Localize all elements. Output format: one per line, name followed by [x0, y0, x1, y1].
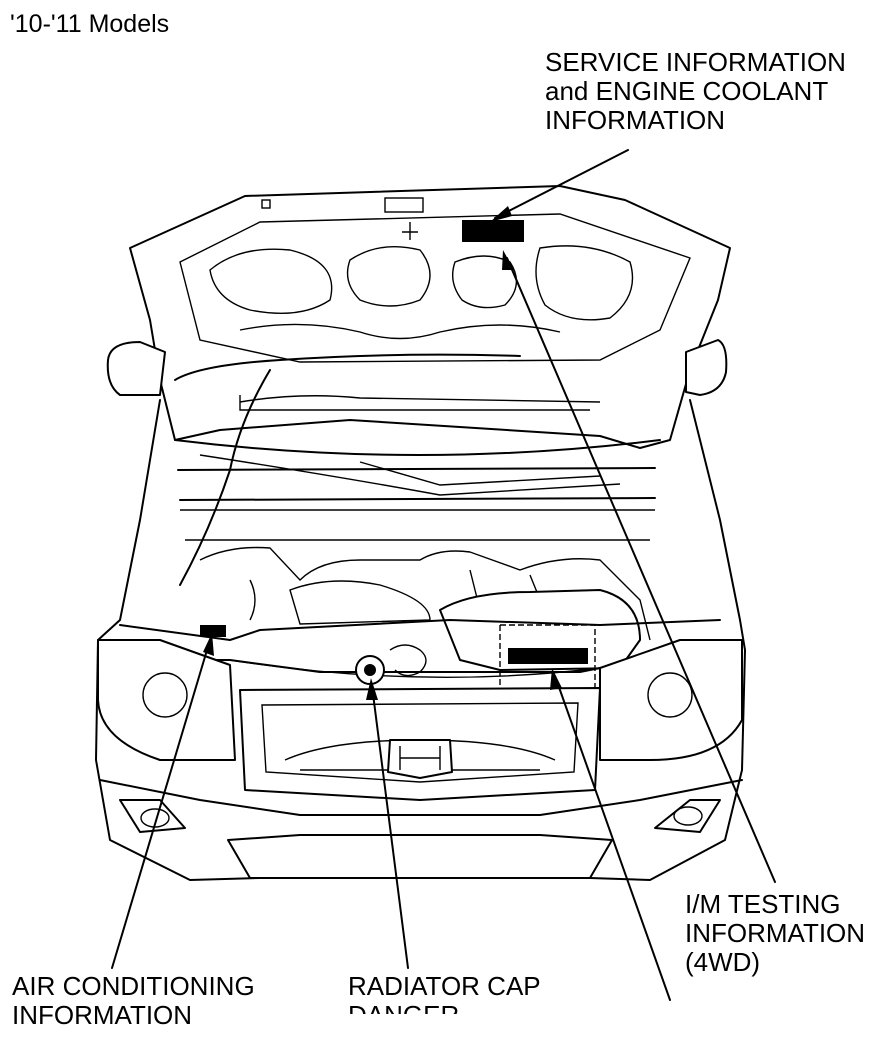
callout-line: INFORMATION [685, 918, 866, 948]
left-mirror [106, 341, 166, 396]
callout-line: SERVICE INFORMATION [545, 47, 846, 77]
ac-info-label-marker [200, 625, 226, 637]
callout-line: INFORMATION [12, 1000, 193, 1030]
right-mirror [685, 339, 728, 396]
honda-logo [387, 739, 453, 779]
callout-line: RADIATOR CAP [348, 972, 541, 1001]
right-fog-light [654, 799, 721, 833]
service-info-callout: SERVICE INFORMATION and ENGINE COOLANT I… [545, 48, 846, 135]
ac-info-callout: AIR CONDITIONING INFORMATION [12, 972, 255, 1030]
right-headlight [599, 639, 743, 761]
model-year-title: '10-'11 Models [10, 10, 170, 38]
callout-line: (4WD) [685, 947, 761, 977]
leader-lines [111, 149, 776, 1001]
im-testing-label-marker [508, 648, 588, 664]
callout-line: INFORMATION [545, 105, 726, 135]
callout-line: I/M TESTING [685, 889, 841, 919]
left-headlight [97, 639, 236, 761]
callout-line: DANGER [348, 1001, 541, 1015]
service-info-label-marker [462, 220, 524, 242]
vehicle-body-outline [95, 399, 746, 881]
left-fog-light [119, 799, 186, 833]
lower-intake [227, 834, 613, 879]
engine-components [199, 546, 651, 641]
callout-line: AIR CONDITIONING [12, 971, 255, 1001]
radiator-cap-callout: RADIATOR CAP DANGER [348, 972, 541, 1014]
callout-line: and ENGINE COOLANT [545, 76, 829, 106]
hood-inner-panel [179, 213, 691, 363]
im-testing-callout: I/M TESTING INFORMATION (4WD) [685, 890, 865, 977]
open-hood [129, 185, 731, 449]
